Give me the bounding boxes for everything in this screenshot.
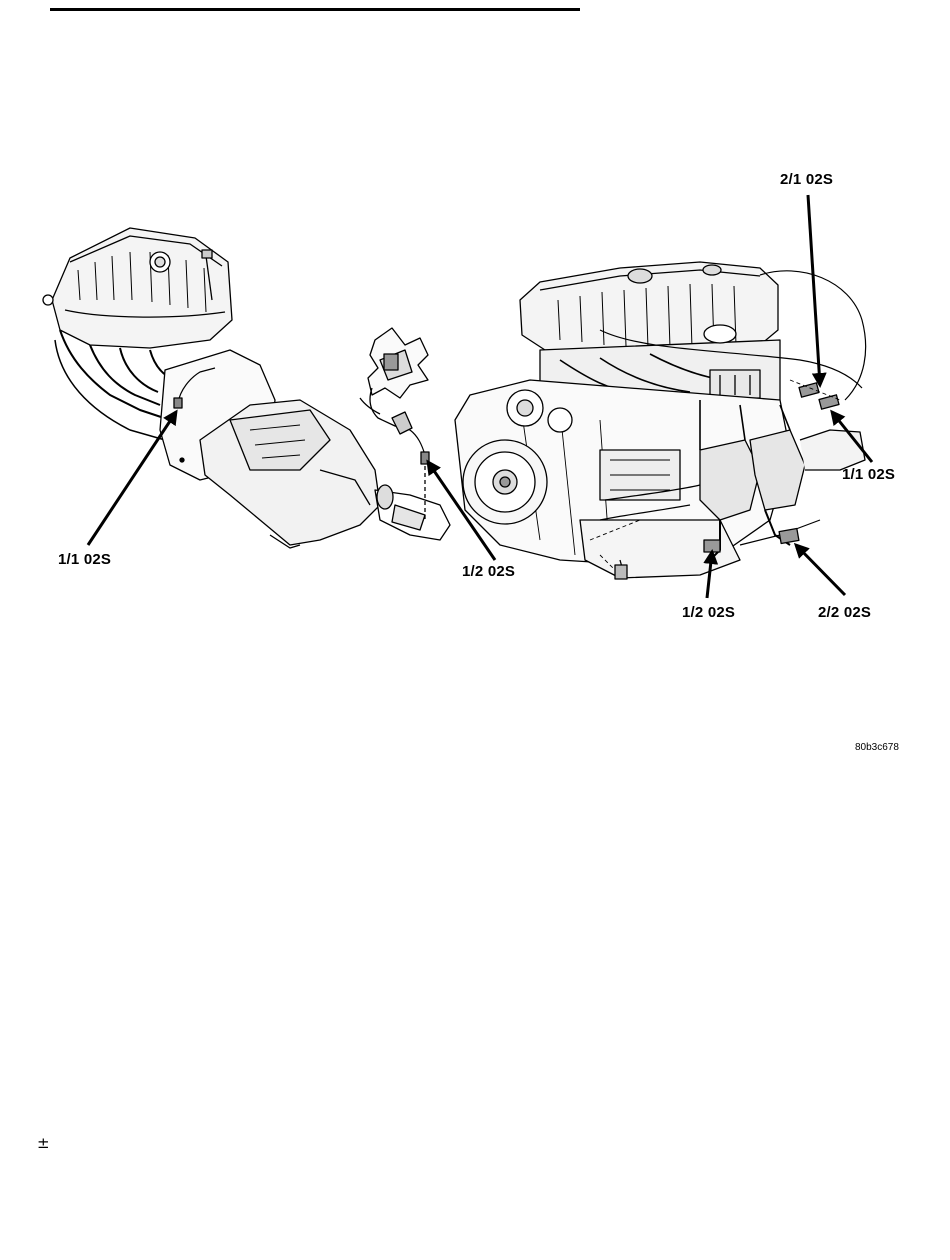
- label-right-1-2-o2s: 1/2 02S: [682, 604, 735, 621]
- label-right-2-2-o2s: 2/2 02S: [818, 604, 871, 621]
- label-left-1-2-o2s: 1/2 02S: [462, 563, 515, 580]
- label-right-2-1-o2s: 2/1 02S: [780, 171, 833, 188]
- label-right-1-1-o2s: 1/1 02S: [842, 466, 895, 483]
- arrow-right-2-1: [808, 195, 820, 385]
- arrow-right-2-2: [796, 545, 845, 595]
- right-engine-illustration: [455, 262, 866, 579]
- label-left-1-1-o2s: 1/1 02S: [58, 551, 111, 568]
- arrow-left-1-1: [88, 412, 176, 545]
- footer-symbol: ±: [37, 1134, 50, 1152]
- figure-id: 80b3c678: [855, 742, 899, 753]
